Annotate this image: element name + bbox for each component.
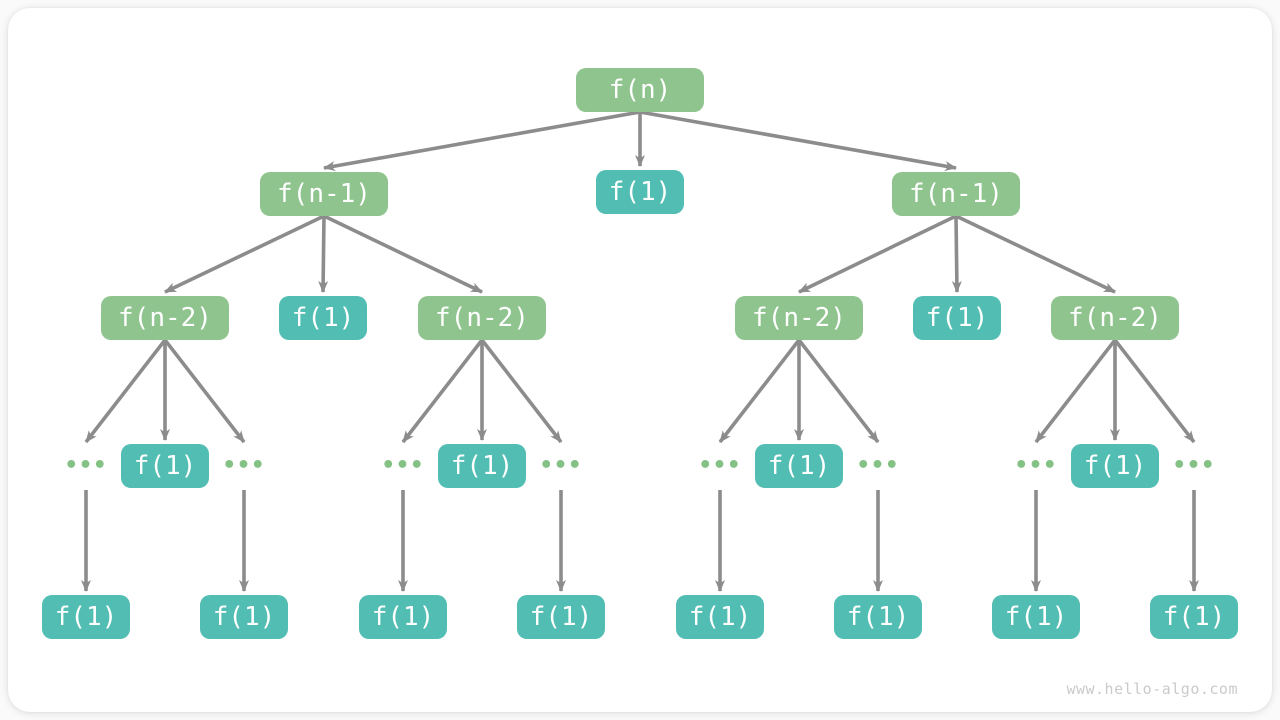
tree-node-f-1: f(1) [992, 595, 1080, 639]
watermark-text: www.hello-algo.com [1066, 680, 1238, 698]
ellipsis-node: ••• [856, 453, 900, 478]
tree-node-f-1: f(1) [755, 444, 843, 488]
tree-node-f-1: f(1) [200, 595, 288, 639]
tree-node-f-n-2: f(n-2) [101, 296, 229, 340]
tree-node-f-1: f(1) [596, 170, 684, 214]
ellipsis-node: ••• [381, 453, 425, 478]
tree-node-f-1: f(1) [1071, 444, 1159, 488]
tree-node-f-1: f(1) [913, 296, 1001, 340]
ellipsis-node: ••• [222, 453, 266, 478]
tree-node-f-n-2: f(n-2) [1051, 296, 1179, 340]
ellipsis-node: ••• [539, 453, 583, 478]
tree-node-f-1: f(1) [517, 595, 605, 639]
tree-node-f-1: f(1) [438, 444, 526, 488]
tree-node-f-n: f(n) [576, 68, 704, 112]
tree-node-f-1: f(1) [1150, 595, 1238, 639]
tree-node-f-1: f(1) [359, 595, 447, 639]
tree-node-f-n-2: f(n-2) [735, 296, 863, 340]
tree-node-f-1: f(1) [279, 296, 367, 340]
tree-node-f-n-1: f(n-1) [892, 172, 1020, 216]
tree-node-f-1: f(1) [676, 595, 764, 639]
tree-node-f-1: f(1) [121, 444, 209, 488]
ellipsis-node: ••• [1172, 453, 1216, 478]
tree-node-f-n-1: f(n-1) [260, 172, 388, 216]
ellipsis-node: ••• [64, 453, 108, 478]
tree-node-f-1: f(1) [42, 595, 130, 639]
tree-node-f-n-2: f(n-2) [418, 296, 546, 340]
ellipsis-node: ••• [698, 453, 742, 478]
ellipsis-node: ••• [1014, 453, 1058, 478]
tree-node-f-1: f(1) [834, 595, 922, 639]
